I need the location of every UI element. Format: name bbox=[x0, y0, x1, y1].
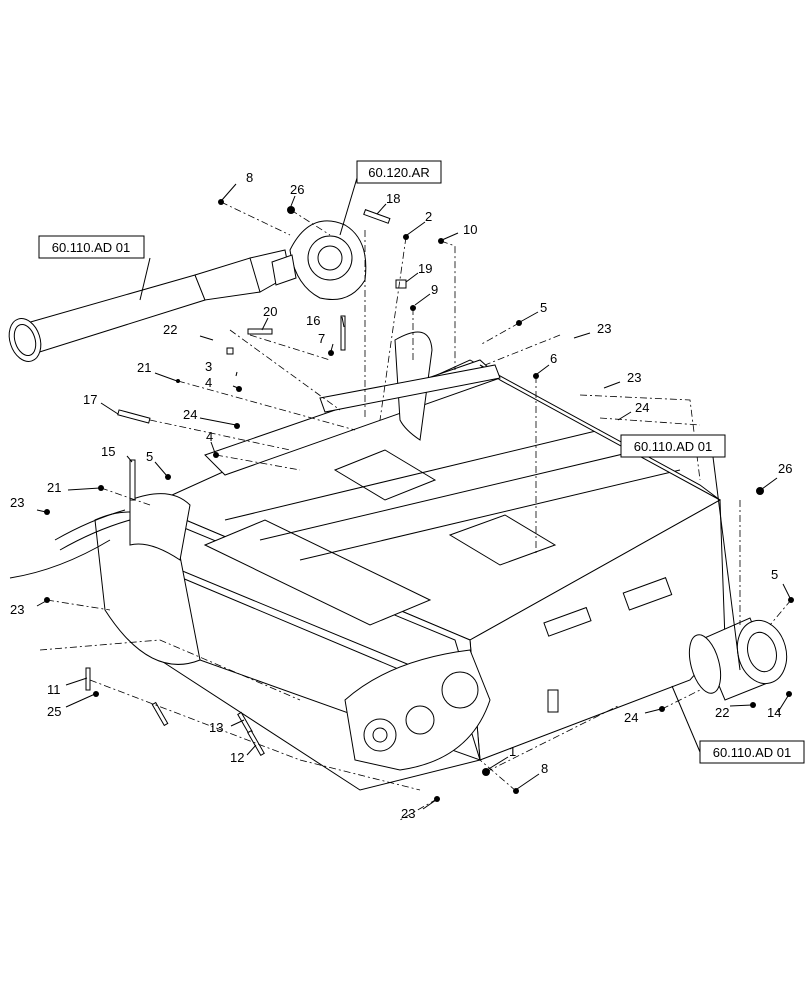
left-drive-tube bbox=[8, 249, 291, 362]
callout-5: 5 bbox=[146, 449, 153, 464]
callout-8: 8 bbox=[246, 170, 253, 185]
callout-16: 16 bbox=[306, 313, 320, 328]
reference-box-right-drive[interactable]: 60.110.AD 01 bbox=[620, 434, 726, 458]
reference-box-top[interactable]: 60.120.AR bbox=[356, 160, 442, 184]
callout-24: 24 bbox=[183, 407, 197, 422]
callout-13: 13 bbox=[209, 720, 223, 735]
callout-18: 18 bbox=[386, 191, 400, 206]
callout-22: 22 bbox=[163, 322, 177, 337]
callout-26: 26 bbox=[290, 182, 304, 197]
callout-15: 15 bbox=[101, 444, 115, 459]
callout-5: 5 bbox=[771, 567, 778, 582]
callout-11: 11 bbox=[47, 682, 61, 697]
callout-23: 23 bbox=[401, 806, 415, 821]
reference-label-left-tube: 60.110.AD 01 bbox=[52, 240, 131, 255]
header-frame bbox=[9, 331, 726, 791]
callout-20: 20 bbox=[263, 304, 277, 319]
reference-box-bottom-right[interactable]: 60.110.AD 01 bbox=[699, 740, 805, 764]
reference-label-right-drive: 60.110.AD 01 bbox=[634, 439, 713, 454]
reference-box-left-tube[interactable]: 60.110.AD 01 bbox=[38, 235, 145, 259]
callout-10: 10 bbox=[463, 222, 477, 237]
callout-5: 5 bbox=[540, 300, 547, 315]
leader-lines bbox=[36, 177, 791, 810]
right-drive-hub bbox=[688, 617, 788, 701]
callout-9: 9 bbox=[431, 282, 438, 297]
callout-25: 25 bbox=[47, 704, 61, 719]
callout-7: 7 bbox=[318, 331, 325, 346]
callout-3: 3 bbox=[205, 359, 212, 374]
callout-24: 24 bbox=[635, 400, 649, 415]
callout-23: 23 bbox=[10, 602, 24, 617]
callout-21: 21 bbox=[137, 360, 151, 375]
callout-6: 6 bbox=[550, 351, 557, 366]
assembly-lines bbox=[39, 201, 792, 821]
callout-4: 4 bbox=[206, 429, 213, 444]
callout-12: 12 bbox=[230, 750, 244, 765]
callout-23: 23 bbox=[10, 495, 24, 510]
callout-labels: 8 26 18 2 10 19 9 5 23 6 23 24 20 16 22 … bbox=[10, 170, 792, 821]
callout-1: 1 bbox=[509, 744, 516, 759]
callout-23: 23 bbox=[597, 321, 611, 336]
callout-21: 21 bbox=[47, 480, 61, 495]
callout-17: 17 bbox=[83, 392, 97, 407]
top-gearbox bbox=[271, 220, 367, 300]
callout-2: 2 bbox=[425, 209, 432, 224]
callout-26: 26 bbox=[778, 461, 792, 476]
callout-24: 24 bbox=[624, 710, 638, 725]
reference-label-bottom-right: 60.110.AD 01 bbox=[713, 745, 792, 760]
callout-14: 14 bbox=[767, 705, 781, 720]
reference-label-top: 60.120.AR bbox=[368, 165, 429, 180]
callout-8: 8 bbox=[541, 761, 548, 776]
callout-4: 4 bbox=[205, 375, 212, 390]
callout-22: 22 bbox=[715, 705, 729, 720]
callout-23: 23 bbox=[627, 370, 641, 385]
callout-19: 19 bbox=[418, 261, 432, 276]
